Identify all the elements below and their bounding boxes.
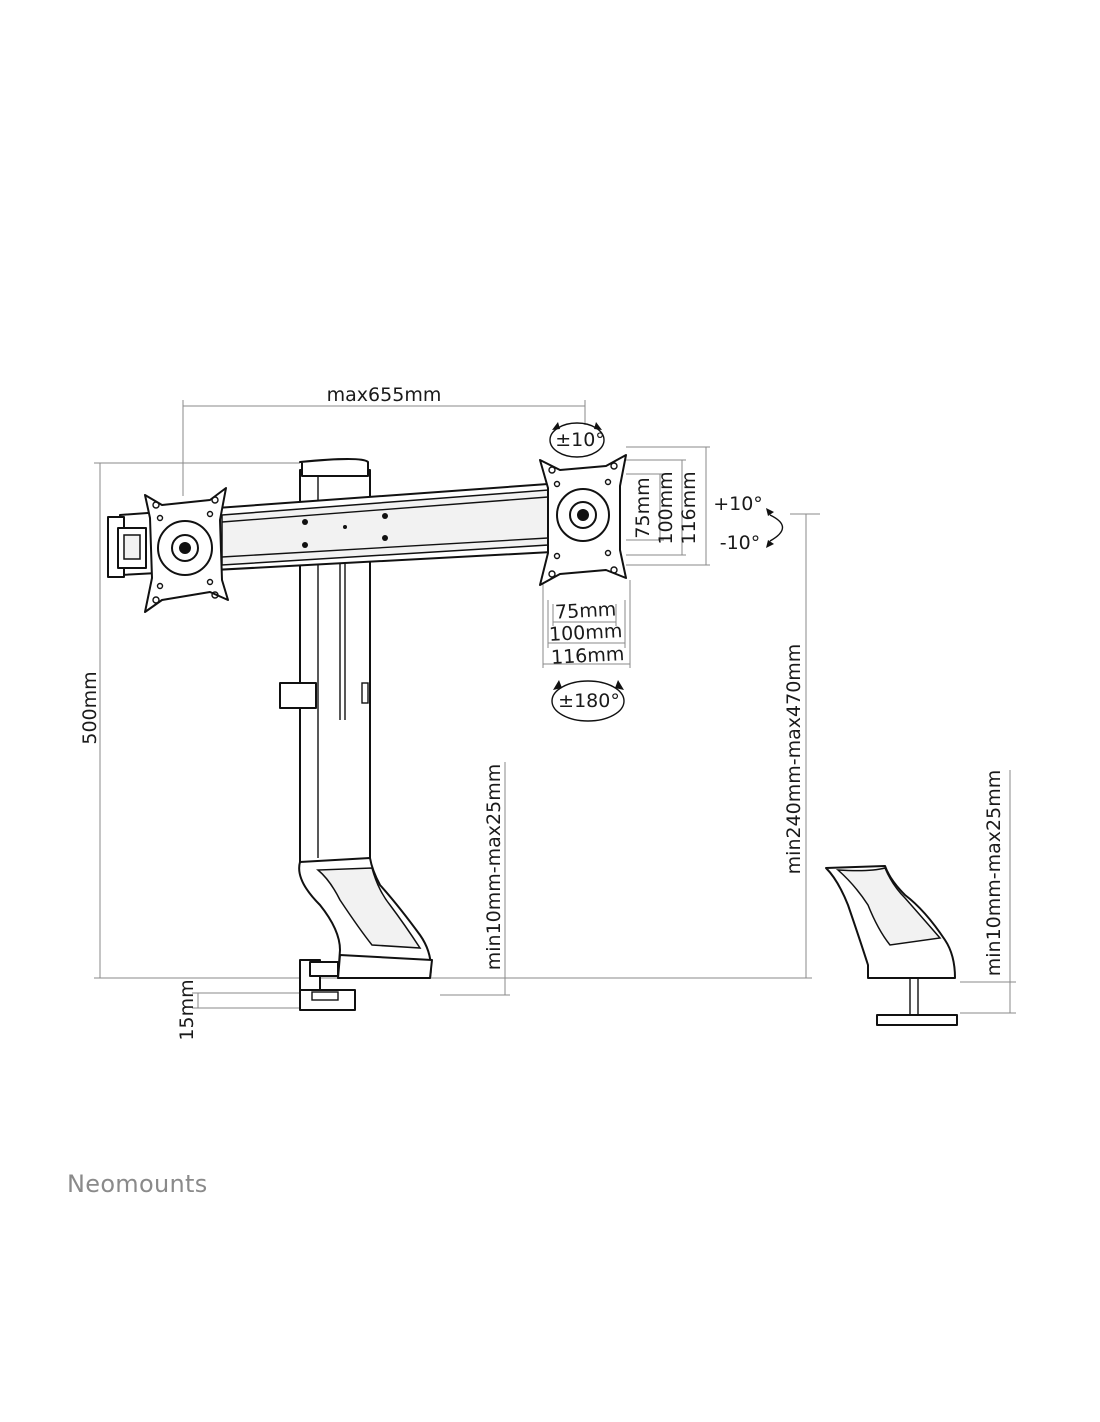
label-desk-thickness-right: min10mm-max25mm bbox=[983, 770, 1005, 976]
left-end-clamp bbox=[107, 516, 147, 578]
label-tilt-down: -10° bbox=[720, 532, 761, 554]
right-vesa-plate bbox=[539, 454, 627, 586]
label-clamp-small: 15mm bbox=[176, 979, 198, 1040]
brand-logo: Neomounts bbox=[67, 1170, 208, 1198]
label-height: 500mm bbox=[79, 671, 101, 744]
desk-base bbox=[298, 857, 433, 1011]
left-vesa-plate bbox=[144, 487, 229, 613]
label-desk-thickness-left: min10mm-max25mm bbox=[483, 764, 505, 970]
label-vesa-h-75: 75mm bbox=[555, 598, 617, 623]
label-vesa-h-116: 116mm bbox=[551, 643, 625, 669]
pole bbox=[279, 458, 371, 864]
rotation-indicators bbox=[549, 422, 784, 722]
label-height-range: min240mm-max470mm bbox=[783, 644, 805, 875]
label-rotate: ±180° bbox=[558, 690, 620, 712]
dimension-lines bbox=[94, 400, 1016, 1014]
label-vesa-v-100: 100mm bbox=[655, 471, 677, 544]
label-tilt-up: +10° bbox=[713, 493, 763, 515]
label-vesa-v-75: 75mm bbox=[632, 477, 654, 538]
side-base-view bbox=[825, 865, 958, 1026]
crossbar bbox=[119, 483, 553, 576]
label-max-width: max655mm bbox=[327, 384, 442, 406]
dimension-labels: max655mm 500mm 15mm min10mm-max25mm min2… bbox=[79, 384, 1005, 1041]
label-vesa-h-100: 100mm bbox=[549, 620, 623, 646]
label-swivel: ±10° bbox=[555, 429, 605, 451]
label-vesa-v-116: 116mm bbox=[678, 471, 700, 544]
